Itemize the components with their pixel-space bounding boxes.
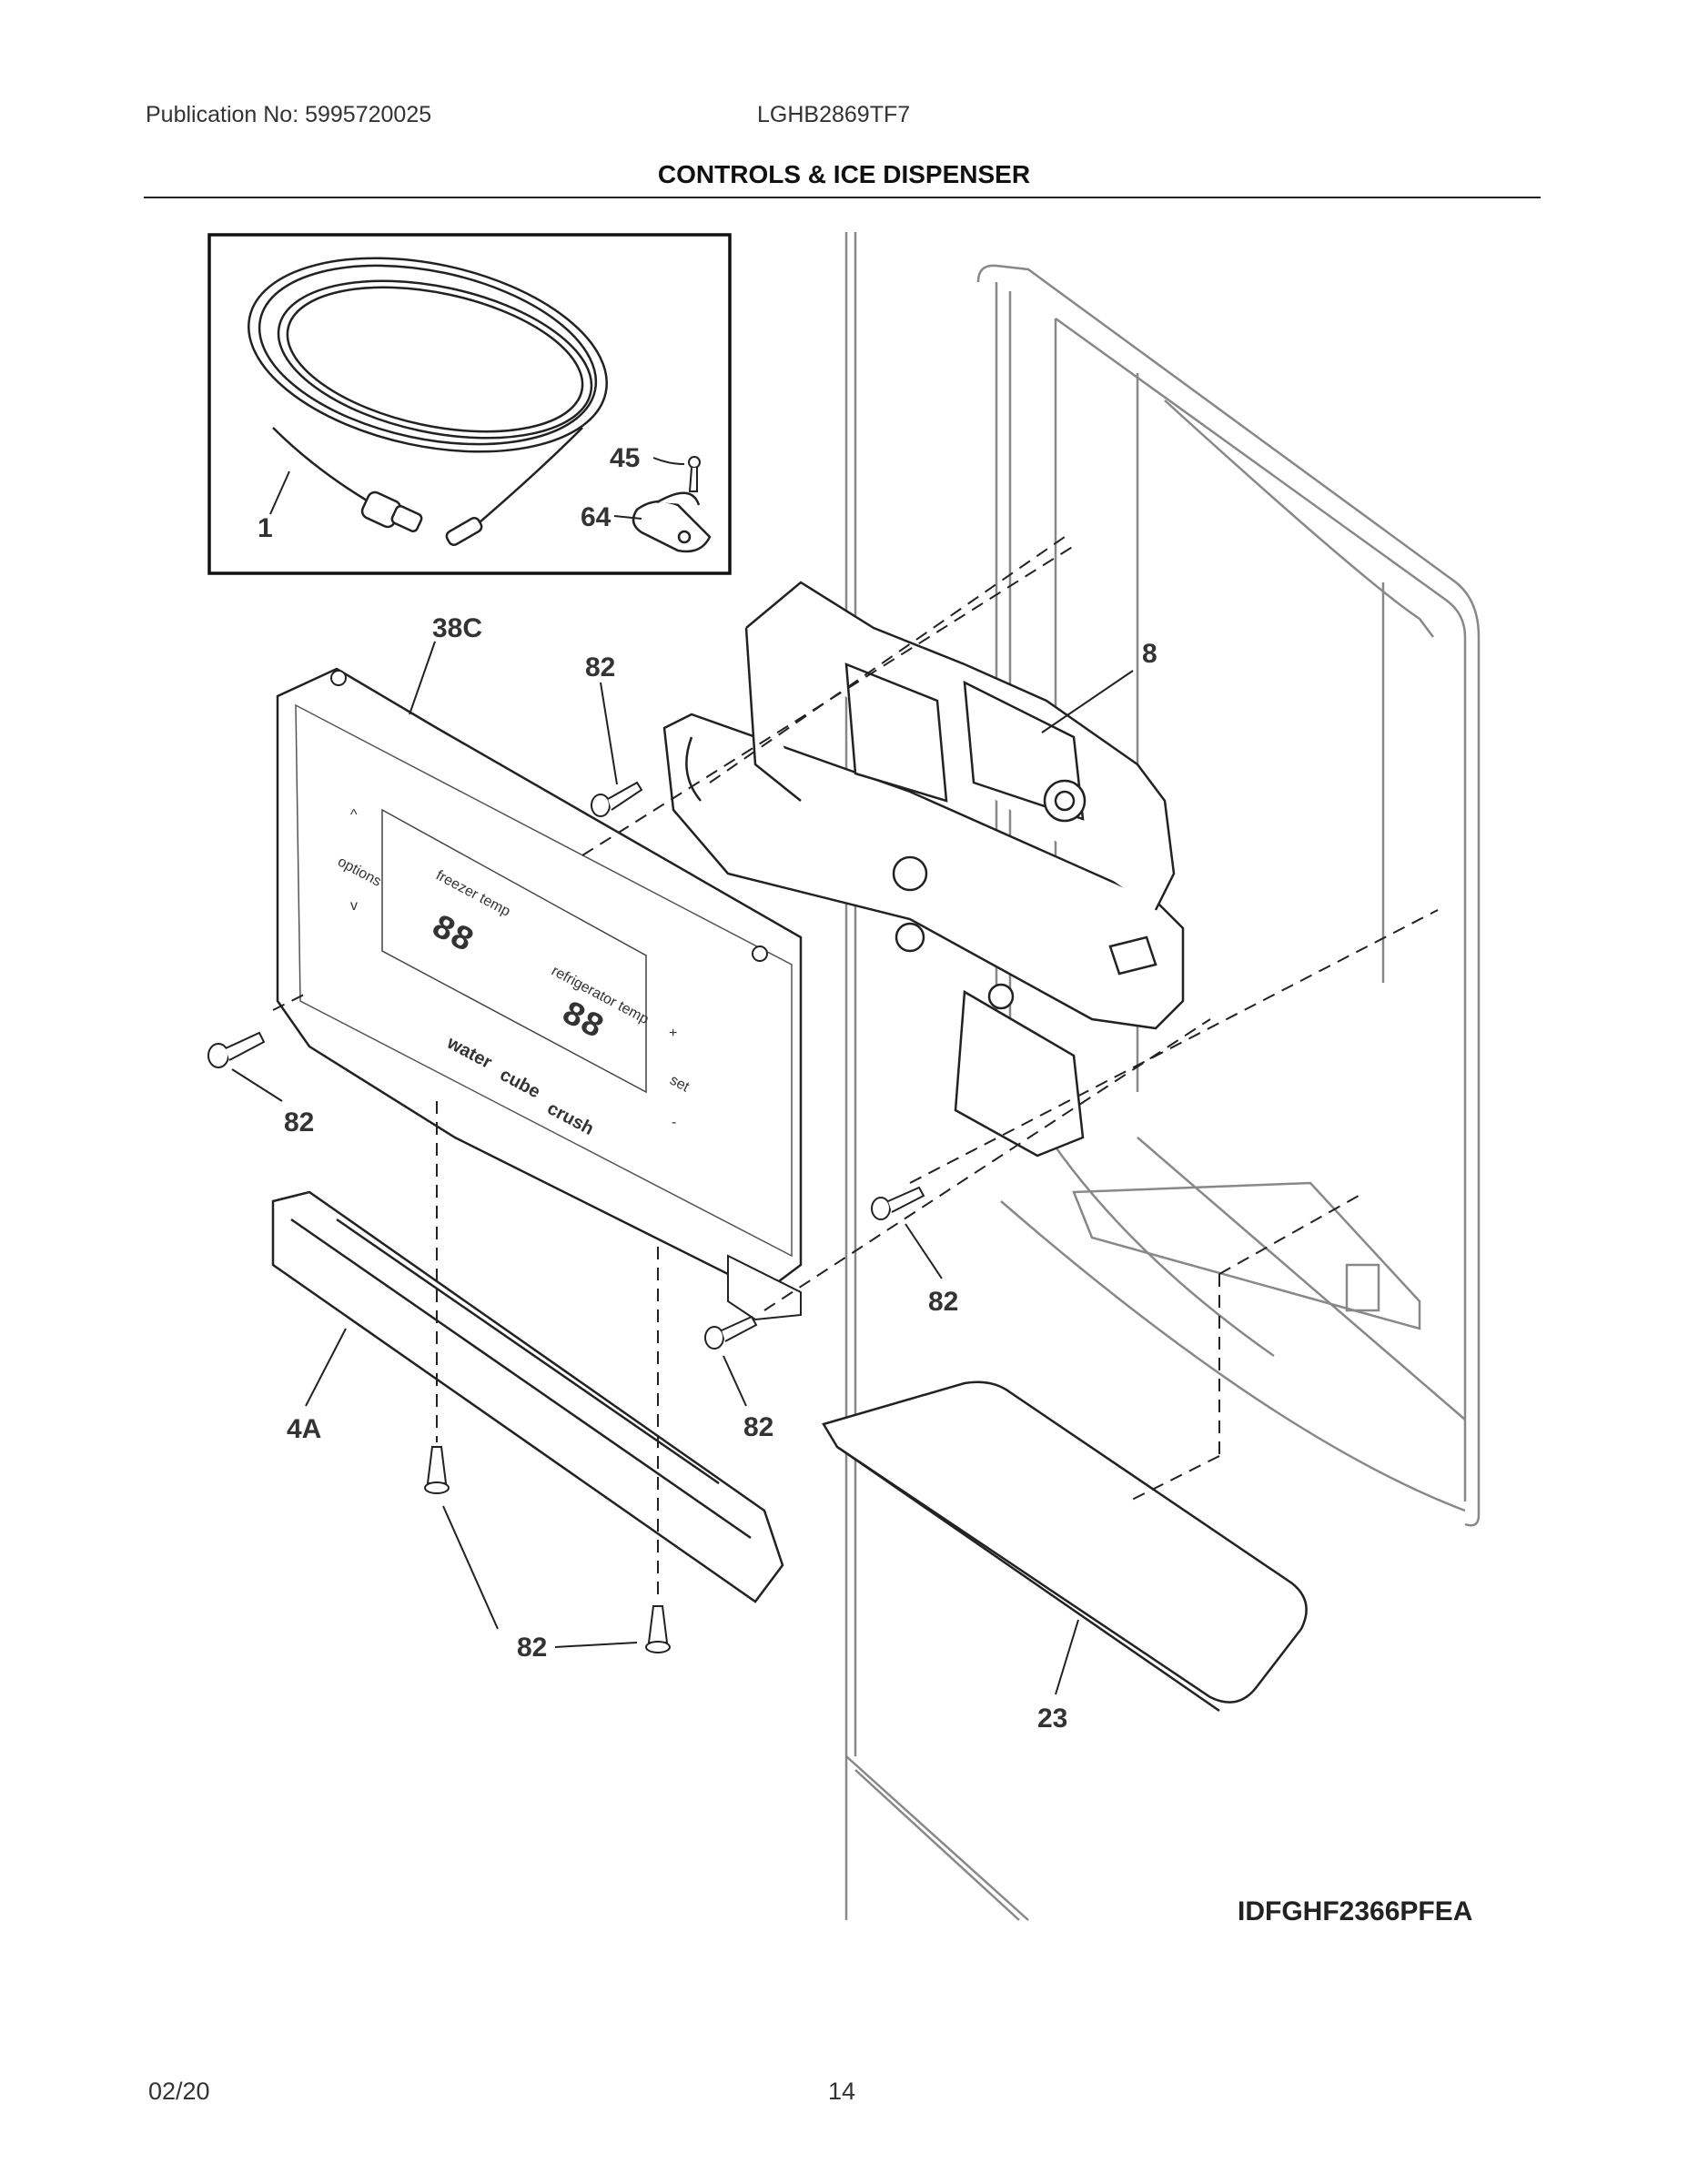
screw-82-vertical-right (645, 1605, 671, 1653)
screw-82-mid (704, 1315, 758, 1350)
assembly-dashed-lines (272, 536, 1439, 1602)
publication-number: Publication No: 5995720025 (146, 102, 432, 127)
refrigerator-door-outline (844, 232, 1481, 1921)
callout-leader-lines (231, 641, 1134, 1695)
callout-82-right: 82 (928, 1287, 958, 1317)
panel-minus-label: - (672, 1115, 676, 1130)
control-panel: ^ options v freezer temp 88 refrigerator… (276, 667, 803, 1321)
model-number: LGHB2869TF7 (757, 102, 911, 127)
dispenser-housing (662, 581, 1185, 1158)
panel-plus-label: + (669, 1026, 677, 1041)
callout-8: 8 (1142, 639, 1157, 669)
page-number: 14 (828, 2078, 856, 2105)
panel-up-arrow: ^ (350, 807, 358, 823)
callout-82-mid: 82 (743, 1412, 773, 1442)
callout-82-top: 82 (585, 652, 615, 682)
drip-tray-cover (822, 1380, 1308, 1713)
callout-45: 45 (610, 443, 640, 473)
callout-38c: 38C (432, 613, 482, 643)
tube-fitting (360, 490, 483, 546)
callout-82-left: 82 (284, 1107, 314, 1138)
water-tube-coil (248, 257, 608, 539)
screw-82-vertical-left (424, 1446, 450, 1494)
panel-down-arrow: v (350, 898, 358, 914)
screw-82-left (207, 1031, 266, 1068)
footer-date: 02/20 (148, 2078, 210, 2105)
callout-64: 64 (581, 502, 612, 532)
page-title: CONTROLS & ICE DISPENSER (657, 160, 1031, 188)
screw-45 (688, 456, 701, 492)
callout-82-bottom: 82 (517, 1633, 547, 1663)
water-tubing-inset: 1 45 64 (207, 233, 732, 575)
screw-82-top (591, 781, 643, 817)
callout-23: 23 (1037, 1704, 1067, 1734)
title-rule (144, 197, 1541, 198)
clamp-part (632, 491, 712, 553)
diagram-code: IDFGHF2366PFEA (1238, 1896, 1472, 1926)
callout-4a: 4A (287, 1414, 321, 1444)
callout-1: 1 (258, 513, 273, 543)
dispenser-trim (271, 1190, 784, 1603)
screw-82-right (871, 1186, 925, 1220)
inset-leader-lines (269, 457, 685, 520)
